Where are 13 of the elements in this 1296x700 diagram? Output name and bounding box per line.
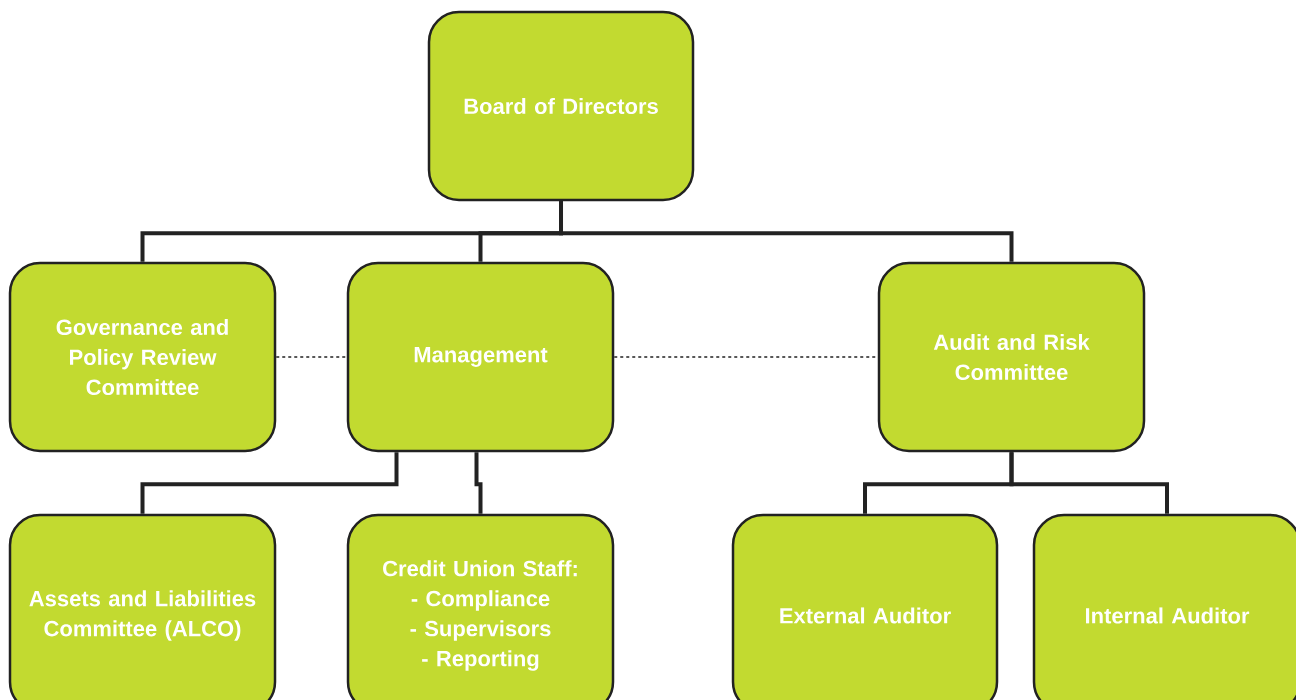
org-box: Audit and Risk Committee [877, 261, 1146, 453]
org-box: Internal Auditor [1032, 513, 1296, 700]
org-box: Management [346, 261, 615, 453]
connector-line [559, 201, 1014, 262]
org-box: Governance and Policy Review Committee [8, 261, 277, 453]
org-box: Credit Union Staff: - Compliance - Supervisors - Reporting [346, 513, 615, 700]
connector-line [474, 452, 483, 514]
org-box: External Auditor [731, 513, 999, 700]
connector-line [140, 452, 399, 514]
org-box: Board of Directors [427, 10, 695, 202]
org-box: Assets and Liabilities Committee (ALCO) [8, 513, 277, 700]
connector-line [1009, 452, 1169, 514]
connector-line [275, 356, 348, 358]
